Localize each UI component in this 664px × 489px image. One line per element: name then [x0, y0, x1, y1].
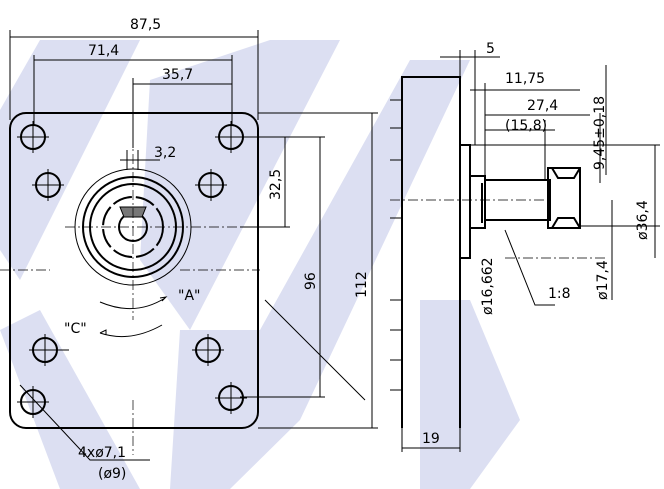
mounting-plate [9, 112, 259, 429]
dim-hole-spacing: 71,4 [88, 43, 119, 59]
dim-flange: 5 [486, 41, 495, 57]
shaft-end [0, 100, 265, 455]
dim-key-height: 9,45±0,18 [592, 96, 608, 170]
dim-body-depth: 19 [422, 431, 440, 447]
dim-shaft-diameter: ø16,662 [480, 257, 496, 315]
dim-spigot-diameter: ø36,4 [635, 200, 651, 240]
rotation-c-label: "C" [64, 321, 87, 337]
holes-label: 4xø7,1 [78, 445, 126, 461]
dim-shaft-length: 27,4 [527, 98, 558, 114]
front-view: "A" "C" 87,5 71,4 35,7 3,2 32,5 96 112 4… [0, 17, 378, 482]
dimension-lines [9, 30, 378, 461]
dim-spigot: 11,75 [505, 71, 545, 87]
dim-half-spacing: 35,7 [162, 67, 193, 83]
mounting-holes [17, 121, 247, 418]
dim-key-width: 3,2 [154, 145, 176, 161]
dim-center-offset: 32,5 [268, 169, 284, 200]
dim-shaft-ref: (15,8) [505, 118, 547, 134]
dim-overall-height: 112 [354, 271, 370, 298]
watermark [0, 40, 520, 489]
dim-overall-width: 87,5 [130, 17, 161, 33]
side-view [390, 50, 660, 428]
holes-label-alt: (ø9) [98, 466, 126, 482]
rotation-a-label: "A" [178, 288, 200, 304]
dim-thread-diameter: ø17,4 [595, 260, 611, 300]
dim-taper: 1:8 [548, 286, 571, 302]
dim-hole-vertical: 96 [303, 272, 319, 290]
